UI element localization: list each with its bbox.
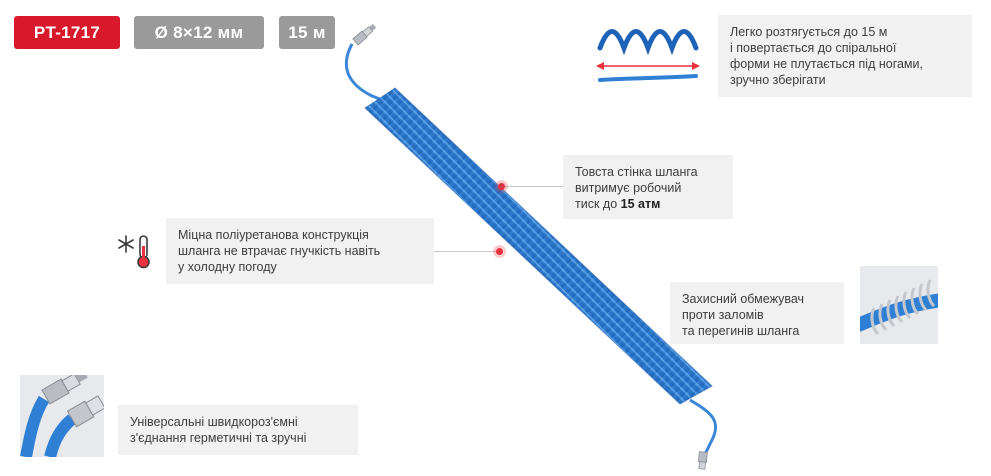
stretch-line-4: зручно зберігати — [730, 73, 826, 87]
coupling-feature-box: Універсальні швидкороз'ємні з'єднання ге… — [118, 405, 358, 455]
stretch-line-1: Легко розтягується до 15 м — [730, 25, 888, 39]
wall-line-2: витримує робочий — [575, 181, 682, 195]
wall-line-1: Товста стінка шланга — [575, 165, 698, 179]
model-tag: PT-1717 — [14, 16, 120, 49]
guard-line-1: Захисний обмежувач — [682, 292, 805, 306]
wall-marker-dot — [498, 183, 505, 190]
guard-feature-box: Захисний обмежувач проти заломів та пере… — [670, 282, 844, 344]
coupling-line-2: з'єднання герметичні та зручні — [130, 431, 307, 445]
wall-line-3-prefix: тиск до — [575, 197, 621, 211]
wall-line-3: тиск до 15 атм — [575, 196, 721, 212]
stretch-line-2: і повертається до спіральної — [730, 41, 897, 55]
diameter-tag: Ø 8×12 мм — [134, 16, 264, 49]
cold-feature-box: Міцна поліуретанова конструкція шланга н… — [166, 218, 434, 284]
coupling-line-1: Універсальні швидкороз'ємні — [130, 415, 298, 429]
bend-guard-photo — [860, 266, 938, 344]
cold-marker-dot — [496, 248, 503, 255]
wall-feature-box: Товста стінка шланга витримує робочий ти… — [563, 155, 733, 219]
wall-pressure-value: 15 атм — [620, 197, 661, 211]
length-tag: 15 м — [279, 16, 335, 49]
guard-line-2: проти заломів — [682, 308, 764, 322]
spring-stretch-icon — [596, 29, 700, 82]
wall-leader-line — [502, 186, 563, 187]
guard-line-3: та перегинів шланга — [682, 324, 800, 338]
stretch-line-3: форми не плутається під ногами, — [730, 57, 923, 71]
snowflake-thermometer-icon — [118, 235, 150, 269]
cold-line-1: Міцна поліуретанова конструкція — [178, 228, 369, 242]
coupling-photo — [20, 375, 104, 457]
stretch-feature-box: Легко розтягується до 15 м і повертаєтьс… — [718, 15, 972, 97]
cold-line-2: шланга не втрачає гнучкість навіть — [178, 244, 381, 258]
cold-leader-line — [434, 251, 498, 252]
cold-line-3: у холодну погоду — [178, 260, 277, 274]
